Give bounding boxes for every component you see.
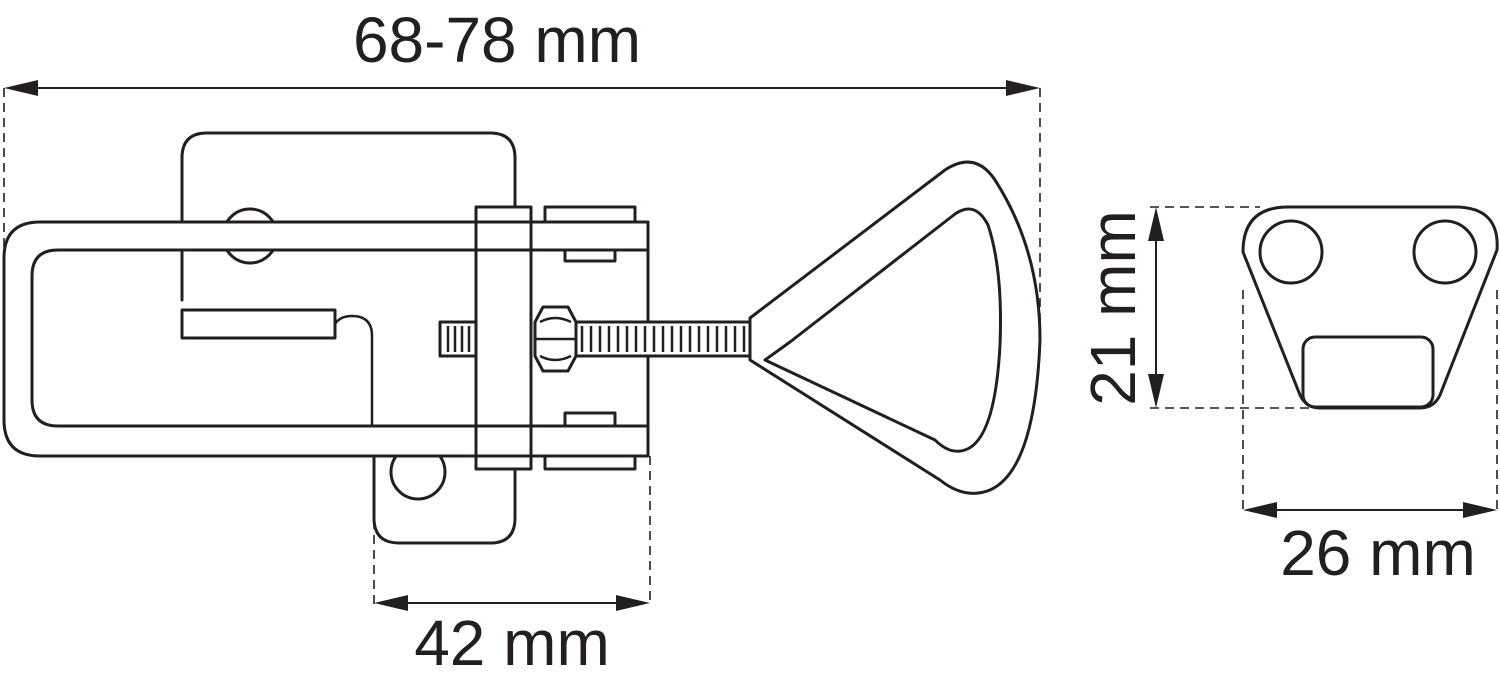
nut-chamfer-top [539,316,572,324]
wire-loop-outline [2,220,650,458]
threaded-rod [438,305,757,373]
arrow-top [1148,207,1164,241]
base-plate-top [180,131,517,302]
dimension-overall-length: 68-78 mm [3,4,1041,330]
hook-curve [333,314,374,426]
lever-cap-top [543,205,637,224]
catch-plate [1241,205,1499,410]
bracket-over-bottom [474,424,533,458]
catch-height-label: 21 mm [1077,210,1149,406]
nut-chamfer-bottom [539,354,572,362]
pull-handle [748,160,1042,495]
dimension-catch-width: 26 mm [1242,290,1498,589]
catch-width-label: 26 mm [1280,517,1476,589]
handle-loop [748,160,1042,495]
catch-hook [1301,335,1435,409]
lever-slot-bottom [563,411,617,428]
arrow-bottom [1148,374,1164,408]
arrow-left [374,595,408,611]
dimension-base-width: 42 mm [373,456,651,679]
arrow-left [1243,502,1277,518]
overall-length-label: 68-78 mm [353,4,641,76]
arrow-right [1463,502,1497,518]
rod-shaft [573,320,757,358]
base-width-label: 42 mm [414,607,610,679]
base-tab [180,308,337,340]
arrow-right [616,595,650,611]
wire-loop [2,220,650,458]
rod-threads [446,326,471,352]
dimension-catch-height: 21 mm [1077,206,1310,409]
rod-threads [580,326,746,352]
arrow-right [1006,80,1040,96]
catch-hole-right [1412,219,1478,285]
catch-hole-left [1258,219,1324,285]
bracket-over-top [474,220,533,252]
rod-end [438,320,478,358]
arrow-left [4,80,38,96]
